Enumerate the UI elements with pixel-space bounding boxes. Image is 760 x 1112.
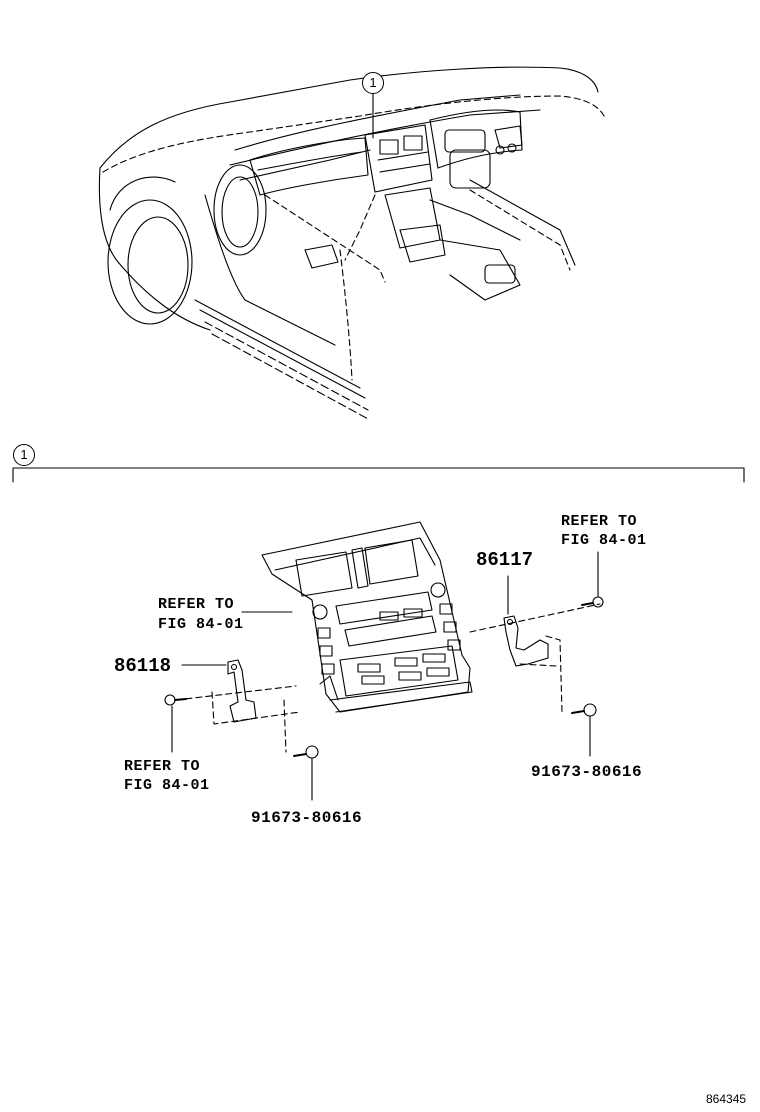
refer-label-upper-left-line1: REFER TO xyxy=(158,596,235,613)
car-interior-overview xyxy=(98,66,606,421)
refer-label-lower-left-line1: REFER TO xyxy=(124,758,201,775)
bolt-right-refer xyxy=(581,551,604,608)
bracket-86118 xyxy=(175,659,301,753)
refer-label-upper-right-line2: FIG 84-01 xyxy=(561,532,647,549)
refer-label-upper-left-line2: FIG 84-01 xyxy=(158,616,244,633)
part-number-screw-right: 91673-80616 xyxy=(531,763,643,781)
screw-left xyxy=(293,745,319,801)
section-bracket xyxy=(12,467,745,483)
bracket-86117 xyxy=(469,575,601,713)
center-panel-assembly xyxy=(241,521,473,713)
callout-marker-top: 1 xyxy=(362,72,384,94)
part-number-86118: 86118 xyxy=(114,655,172,677)
part-number-86117: 86117 xyxy=(476,549,534,571)
diagram-id: 864345 xyxy=(706,1092,747,1106)
bolt-left-refer xyxy=(164,694,187,753)
screw-right xyxy=(571,703,597,757)
part-number-screw-left: 91673-80616 xyxy=(251,809,363,827)
callout-marker-section: 1 xyxy=(13,444,35,466)
refer-label-upper-right-line1: REFER TO xyxy=(561,513,638,530)
refer-label-lower-left-line2: FIG 84-01 xyxy=(124,777,210,794)
